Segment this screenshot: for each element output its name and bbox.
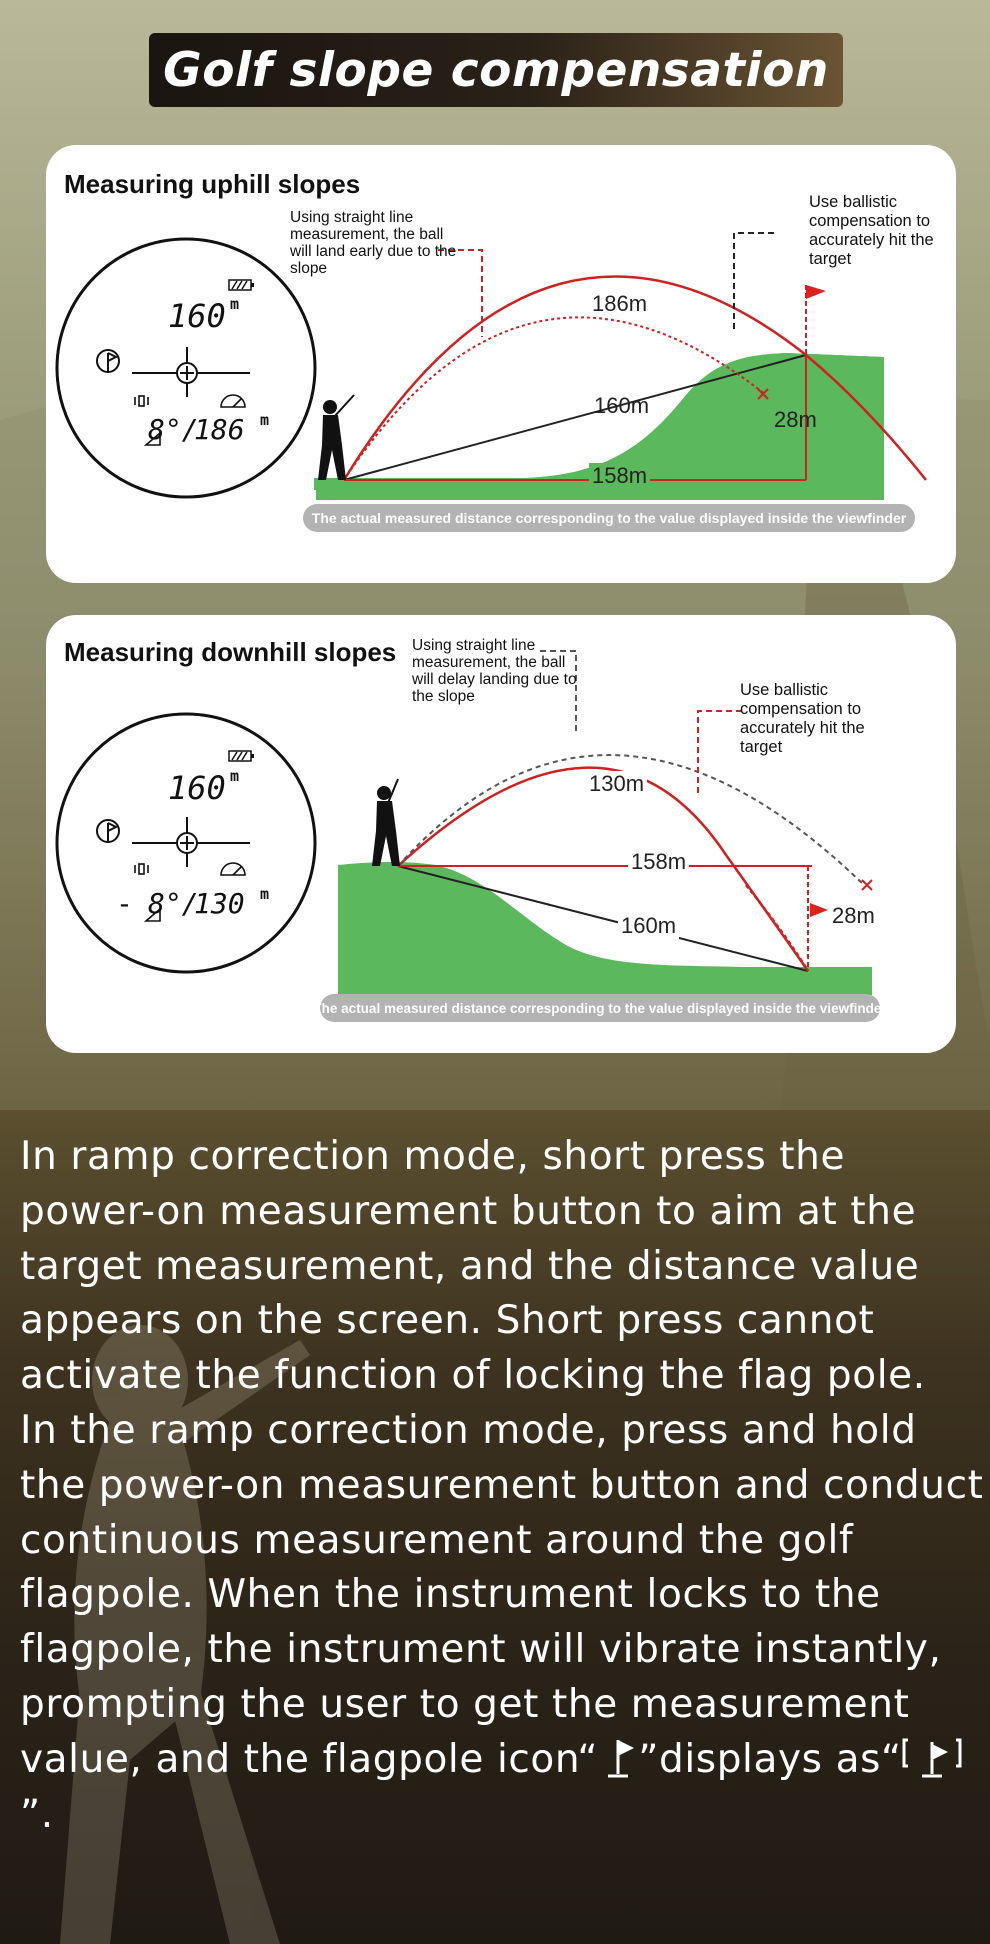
downhill-straight-note: Using straight line measurement, the bal… bbox=[412, 637, 577, 705]
downhill-diagram bbox=[55, 650, 873, 995]
downhill-ballistic-note: Use ballistic compensation to accurately… bbox=[740, 681, 865, 756]
uphill-display-distance: 160 bbox=[168, 297, 226, 335]
description-paragraph-2-middle: ”displays as“ bbox=[638, 1736, 902, 1782]
page-title: Golf slope compensation bbox=[163, 42, 829, 98]
downhill-straight-line bbox=[397, 865, 809, 972]
vibration-icon bbox=[134, 395, 149, 407]
description-text: In ramp correction mode, short press the… bbox=[20, 1130, 985, 1842]
flag-icon bbox=[608, 1739, 635, 1778]
golf-mode-icon bbox=[96, 819, 120, 843]
downhill-display-unit: m bbox=[230, 767, 240, 785]
viewfinder-circle bbox=[55, 237, 317, 499]
slope-icon bbox=[220, 862, 246, 876]
crosshair-icon bbox=[132, 817, 250, 867]
uphill-caption: The actual measured distance correspondi… bbox=[303, 504, 915, 532]
downhill-card: Measuring downhill slopes Using straight… bbox=[46, 615, 956, 1053]
flag-icon bbox=[810, 903, 828, 917]
downhill-heading: Measuring downhill slopes bbox=[64, 637, 397, 667]
downhill-delayed-landing-mark bbox=[861, 879, 873, 891]
uphill-early-landing-mark bbox=[757, 388, 769, 400]
golfer-icon bbox=[318, 394, 355, 480]
viewfinder-circle bbox=[55, 712, 317, 974]
battery-icon bbox=[228, 750, 254, 762]
downhill-display-compensated: 130 bbox=[194, 887, 245, 920]
uphill-display-unit: m bbox=[230, 295, 240, 313]
downhill-display-sign: - bbox=[116, 887, 133, 920]
uphill-height: 28m bbox=[774, 407, 817, 432]
uphill-straight-line bbox=[343, 354, 807, 481]
title-banner: Golf slope compensation bbox=[149, 33, 843, 107]
downhill-display-distance: 160 bbox=[168, 769, 226, 807]
uphill-straight-arc bbox=[343, 316, 767, 481]
downhill-display-compensated-unit: m bbox=[260, 885, 270, 903]
crosshair-icon bbox=[132, 347, 250, 397]
slope-icon bbox=[220, 394, 246, 408]
uphill-ballistic-note: Use ballistic compensation to accurately… bbox=[809, 193, 934, 268]
angle-icon bbox=[143, 907, 161, 922]
description-paragraph-1: In ramp correction mode, short press the… bbox=[20, 1134, 926, 1399]
downhill-arc-distance: 130m bbox=[586, 771, 648, 797]
downhill-green bbox=[338, 862, 872, 995]
description-paragraph-2-end: ”. bbox=[20, 1791, 54, 1837]
uphill-display-compensated: 186 bbox=[194, 413, 245, 446]
golfer-icon bbox=[372, 778, 400, 866]
description-paragraph-2-start: In the ramp correction mode, press and h… bbox=[20, 1407, 984, 1782]
uphill-line-distance: 160m bbox=[594, 393, 650, 418]
uphill-ground-distance: 158m bbox=[589, 463, 651, 489]
uphill-display-angle: 8°/ bbox=[148, 413, 199, 446]
locked-flag-icon bbox=[902, 1738, 962, 1778]
downhill-caption: The actual measured distance correspondi… bbox=[313, 994, 887, 1022]
uphill-straight-note: Using straight line measurement, the bal… bbox=[290, 209, 457, 277]
downhill-line-distance: 160m bbox=[618, 913, 680, 939]
uphill-heading: Measuring uphill slopes bbox=[64, 169, 361, 199]
uphill-display-compensated-unit: m bbox=[260, 411, 270, 429]
description-paragraph-2: In the ramp correction mode, press and h… bbox=[20, 1404, 985, 1842]
uphill-card: Measuring uphill slopes Using straight l… bbox=[46, 145, 956, 583]
downhill-straight-arc bbox=[397, 754, 865, 886]
golf-mode-icon bbox=[96, 349, 120, 373]
battery-icon bbox=[228, 279, 254, 291]
angle-icon bbox=[143, 431, 161, 446]
downhill-height: 28m bbox=[832, 903, 875, 928]
uphill-diagram bbox=[55, 232, 927, 500]
downhill-display-angle: 8°/ bbox=[148, 887, 199, 920]
uphill-arc-distance: 186m bbox=[589, 291, 651, 317]
downhill-ground-distance: 158m bbox=[628, 849, 690, 875]
uphill-ballistic-arc bbox=[342, 275, 927, 481]
flag-icon bbox=[805, 285, 826, 355]
vibration-icon bbox=[134, 863, 149, 875]
